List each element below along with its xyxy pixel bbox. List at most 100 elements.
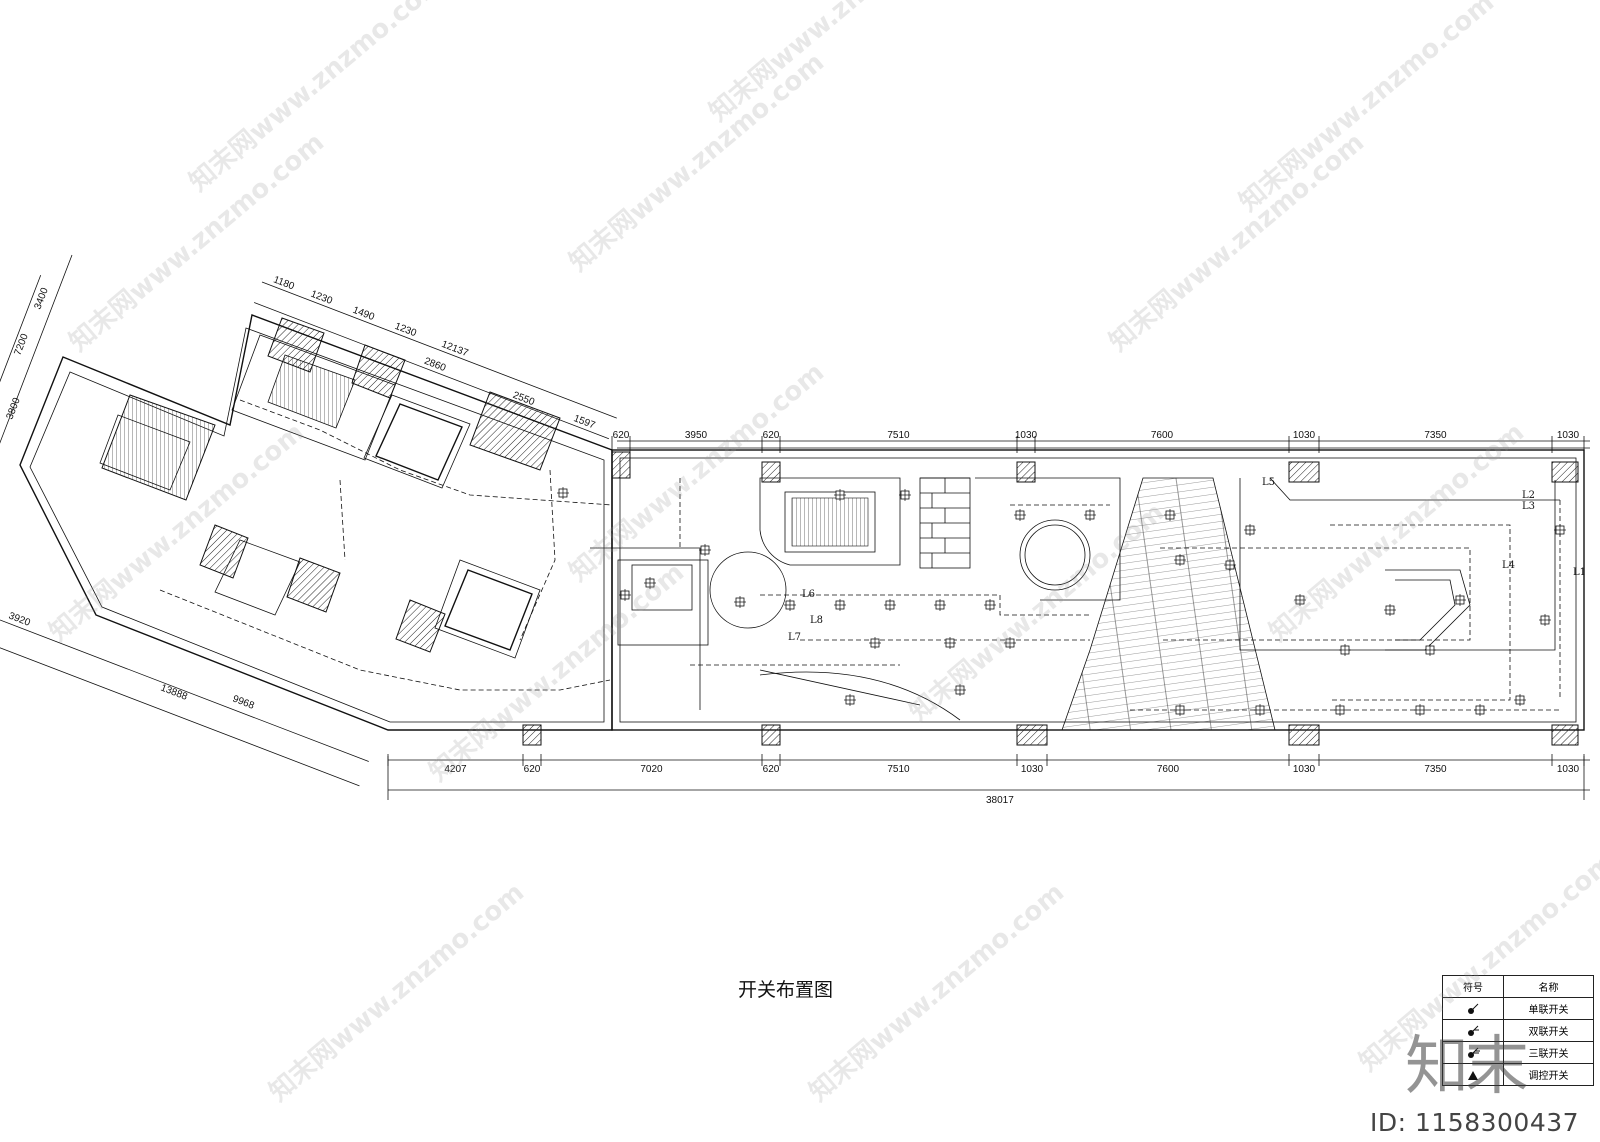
light-fixture-icon [1384, 604, 1396, 616]
light-fixture-icon [1004, 637, 1016, 649]
light-fixture-icon [1294, 594, 1306, 606]
top-dimension-label: 3950 [685, 430, 708, 441]
legend-item-label: 三联开关 [1528, 1049, 1569, 1060]
bottom-dimension-label: 1030 [1021, 764, 1044, 775]
legend-header-symbol: 符号 [1443, 976, 1504, 997]
circuit-L1: L1 [1573, 567, 1586, 578]
bottom-dimension-label: 1030 [1557, 764, 1580, 775]
light-fixture-icon [844, 694, 856, 706]
light-fixture-icon [934, 599, 946, 611]
legend-row: 调控开关 [1443, 1063, 1593, 1085]
dimmer-switch-icon [1443, 1064, 1504, 1085]
wood-floor-zone [1061, 477, 1276, 731]
bottom-dimension-label: 7510 [887, 764, 910, 775]
light-fixture-icon [1514, 694, 1526, 706]
light-fixture-icon [1334, 704, 1346, 716]
angled-dimension-label: 1490 [351, 305, 376, 323]
circuit-L7: L7 [788, 632, 801, 643]
light-fixture-icon [1414, 704, 1426, 716]
angled-dimension-label: 1230 [393, 321, 418, 339]
double-switch-icon [1443, 1020, 1504, 1041]
top-dimension-label: 7510 [887, 430, 910, 441]
brand-logo: 知末 [1405, 1030, 1529, 1104]
light-fixture-icon [1244, 524, 1256, 536]
light-fixture-icon [1424, 644, 1436, 656]
rotated-wing [19, 314, 613, 731]
light-fixture-icon [1084, 509, 1096, 521]
angled-dimension-label: 1230 [309, 289, 334, 307]
single-switch-icon [1443, 998, 1504, 1019]
light-fixture-icon [1164, 509, 1176, 521]
light-fixture-icon [944, 637, 956, 649]
circuit-L5: L5 [1262, 477, 1275, 488]
legend-row: 三联开关 [1443, 1041, 1593, 1063]
light-fixture-icon [1174, 554, 1186, 566]
top-dimension-label: 7600 [1151, 430, 1174, 441]
top-dimension-label: 620 [763, 430, 780, 441]
circuit-L6: L6 [802, 589, 815, 600]
top-dimension-label: 1030 [1015, 430, 1038, 441]
drawing-id: ID: 1158300437 [1370, 1108, 1580, 1137]
legend-row: 单联开关 [1443, 997, 1593, 1019]
light-fixture-icon [734, 596, 746, 608]
light-fixture-icon [784, 599, 796, 611]
left-dim-3: 3800 [5, 396, 23, 421]
left-dim-2: 7200 [13, 332, 31, 357]
legend-table: 符号 名称 单联开关 双联开关 三联开关 调控开关 [1442, 975, 1594, 1086]
light-fixture-icon [1474, 704, 1486, 716]
top-dimension-chain: 620 3950 620 7510 1030 7600 1030 7350 1030 [611, 430, 1590, 453]
light-fixture-icon [1174, 704, 1186, 716]
left-dimension-chain [0, 254, 73, 470]
legend-item-label: 调控开关 [1528, 1071, 1569, 1082]
bottom-dimension-label: 4207 [444, 764, 467, 775]
overall-dimension: 38017 [986, 795, 1014, 806]
bottom-dimension-label: 7350 [1424, 764, 1447, 775]
light-fixture-icon [884, 599, 896, 611]
light-fixture-icon [557, 487, 569, 499]
light-fixture-icon [1454, 594, 1466, 606]
stairwell [101, 394, 216, 501]
light-fixture-icon [954, 684, 966, 696]
bottom-dimension-label: 620 [524, 764, 541, 775]
drawing-title: 开关布置图 [738, 979, 834, 1001]
circuit-L3: L3 [1522, 501, 1535, 512]
bottom-dimension-chain: 4207 620 7020 620 7510 1030 7600 1030 7350 1030 3… [387, 754, 1590, 806]
light-fixture-icon [869, 637, 881, 649]
legend-header-row: 符号 名称 [1443, 976, 1593, 997]
lower-left-dimension-chain [0, 619, 369, 787]
circuit-L2: L2 [1522, 490, 1535, 501]
light-fixture-icon [1254, 704, 1266, 716]
circuit-L8: L8 [810, 615, 823, 626]
light-fixture-icon [984, 599, 996, 611]
light-fixture-icon [619, 589, 631, 601]
light-fixture-icon [1224, 559, 1236, 571]
legend-row: 双联开关 [1443, 1019, 1593, 1041]
top-dimension-label: 1030 [1557, 430, 1580, 441]
light-fixture-icon [1014, 509, 1026, 521]
light-fixture-icon [1554, 524, 1566, 536]
light-fixture-icon [1539, 614, 1551, 626]
light-fixture-icon [834, 489, 846, 501]
light-fixture-icon [899, 489, 911, 501]
legend-item-label: 单联开关 [1528, 1005, 1569, 1016]
bottom-dimension-label: 7600 [1157, 764, 1180, 775]
bottom-dimension-label: 620 [763, 764, 780, 775]
angled-dimension-label: 1180 [272, 274, 296, 292]
lower-left-dim-3: 9968 [231, 694, 256, 712]
lower-left-dim-1: 3920 [7, 611, 32, 629]
light-fixture-icon [644, 577, 656, 589]
triple-switch-icon [1443, 1042, 1504, 1063]
circuit-L4: L4 [1502, 560, 1515, 571]
legend-header-name: 名称 [1538, 983, 1559, 994]
angled-dimension-label: 2860 [423, 356, 448, 374]
bottom-dimension-label: 1030 [1293, 764, 1316, 775]
lower-left-dim-2: 13888 [159, 683, 189, 703]
light-fixture-icon [834, 599, 846, 611]
top-dimension-label: 7350 [1424, 430, 1447, 441]
light-fixture-icon [699, 544, 711, 556]
bottom-dimension-label: 7020 [640, 764, 663, 775]
top-dimension-label: 1030 [1293, 430, 1316, 441]
light-fixture-icon [1339, 644, 1351, 656]
top-dimension-label: 620 [613, 430, 630, 441]
